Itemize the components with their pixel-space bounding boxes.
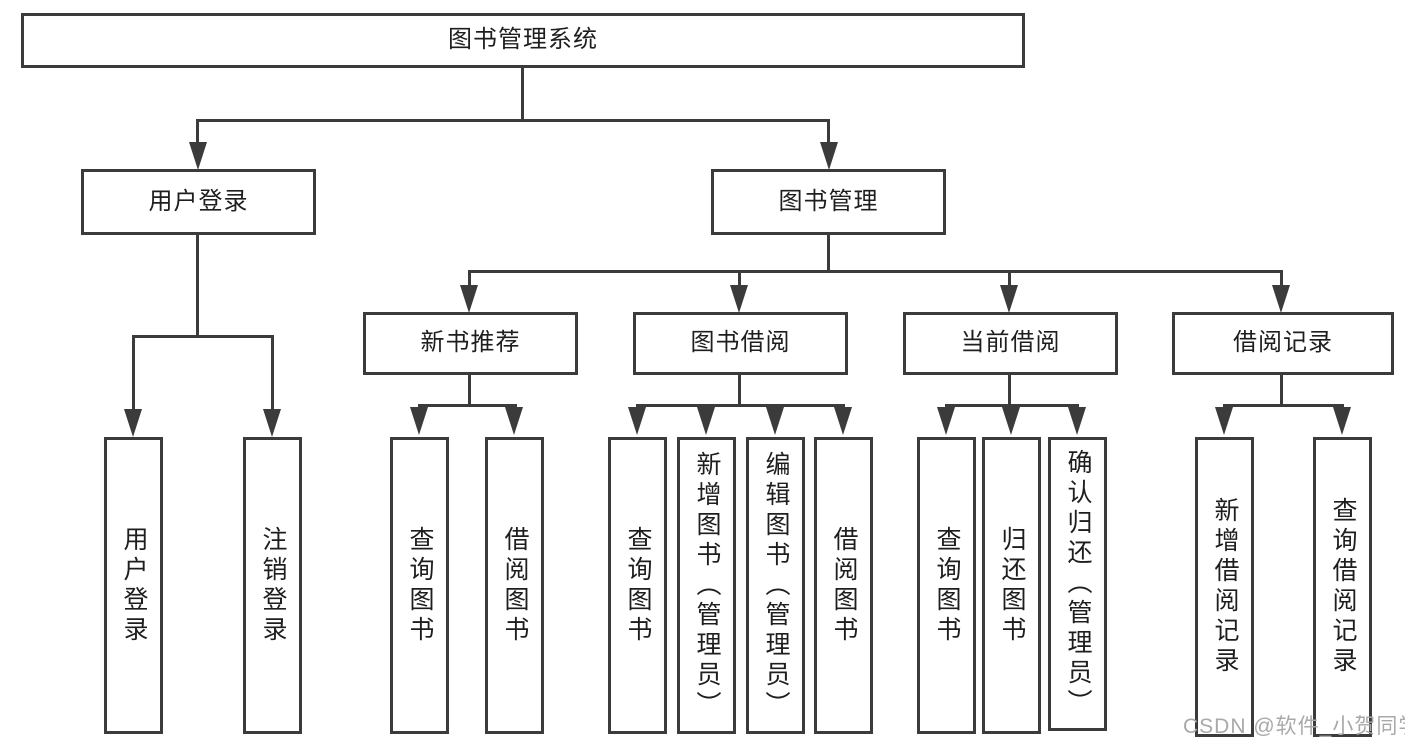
connector-line: [1280, 375, 1283, 407]
leaf-query-books-current: 查询图书: [917, 437, 976, 734]
connector-line: [1008, 270, 1011, 287]
leaf-add-book-admin: 新增图书（管理员）: [677, 437, 736, 734]
leaf-return-books: 归还图书: [982, 437, 1041, 734]
node-current-borrow: 当前借阅: [903, 312, 1118, 375]
leaf-borrow-books-recommend: 借阅图书: [485, 437, 544, 734]
arrow-down-icon: [1215, 407, 1233, 435]
connector-line: [1008, 375, 1011, 407]
arrow-down-icon: [460, 285, 478, 313]
arrow-down-icon: [189, 142, 207, 170]
connector-line: [827, 235, 830, 273]
leaf-borrow-books: 借阅图书: [814, 437, 873, 734]
connector-line: [196, 119, 830, 122]
connector-line: [132, 335, 274, 338]
arrow-down-icon: [1000, 285, 1018, 313]
leaf-confirm-return-admin: 确认归还（管理员）: [1048, 437, 1107, 731]
leaf-add-borrow-record: 新增借阅记录: [1195, 437, 1254, 737]
connector-line: [521, 68, 524, 121]
connector-line: [636, 404, 845, 407]
node-borrow-records: 借阅记录: [1172, 312, 1394, 375]
connector-line: [738, 270, 741, 287]
arrow-down-icon: [697, 407, 715, 435]
leaf-edit-book-admin: 编辑图书（管理员）: [746, 437, 805, 734]
arrow-down-icon: [834, 407, 852, 435]
leaf-query-books-borrow: 查询图书: [608, 437, 667, 734]
arrow-down-icon: [263, 409, 281, 437]
arrow-down-icon: [410, 407, 428, 435]
csdn-watermark: CSDN @软件_小贺同学: [1183, 715, 1405, 738]
arrow-down-icon: [124, 409, 142, 437]
leaf-logout: 注销登录: [243, 437, 302, 734]
arrow-down-icon: [1068, 407, 1086, 435]
leaf-query-books-recommend: 查询图书: [390, 437, 449, 734]
node-book-management: 图书管理: [711, 169, 946, 235]
connector-line: [418, 404, 517, 407]
connector-line: [1280, 270, 1283, 287]
connector-line: [468, 375, 471, 407]
arrow-down-icon: [937, 407, 955, 435]
arrow-down-icon: [1002, 407, 1020, 435]
connector-line: [1223, 404, 1344, 407]
arrow-down-icon: [505, 407, 523, 435]
connector-line: [738, 375, 741, 407]
root-node-library-system: 图书管理系统: [21, 13, 1025, 68]
node-new-book-recommend: 新书推荐: [363, 312, 578, 375]
connector-line: [196, 119, 199, 145]
leaf-user-login: 用户登录: [104, 437, 163, 734]
connector-line: [132, 335, 135, 411]
node-book-borrow: 图书借阅: [633, 312, 848, 375]
connector-line: [271, 335, 274, 411]
leaf-query-borrow-record: 查询借阅记录: [1313, 437, 1372, 737]
arrow-down-icon: [730, 285, 748, 313]
node-user-login: 用户登录: [81, 169, 316, 235]
connector-line: [196, 235, 199, 337]
arrow-down-icon: [820, 142, 838, 170]
connector-line: [468, 270, 1282, 273]
arrow-down-icon: [1333, 407, 1351, 435]
arrow-down-icon: [628, 407, 646, 435]
connector-line: [827, 119, 830, 145]
arrow-down-icon: [766, 407, 784, 435]
connector-line: [468, 270, 471, 287]
connector-line: [945, 404, 1079, 407]
arrow-down-icon: [1272, 285, 1290, 313]
